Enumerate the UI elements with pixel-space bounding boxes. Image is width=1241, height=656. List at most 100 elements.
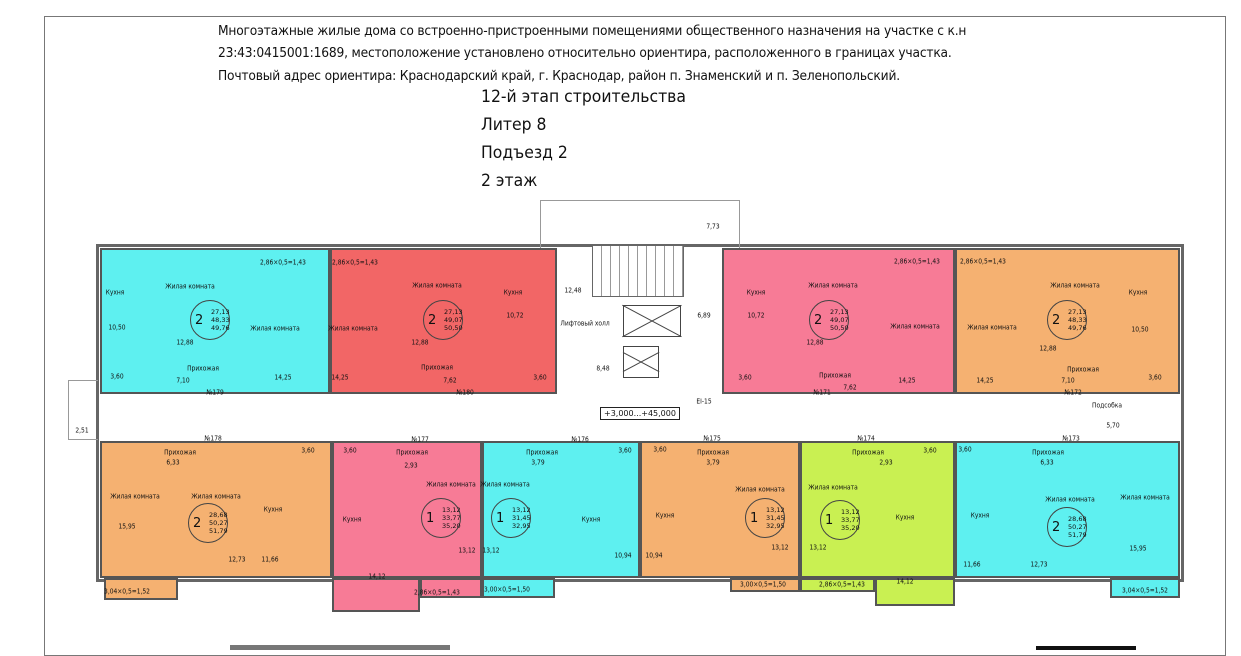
liter-title: Литер 8 (481, 115, 547, 135)
room-label: Жилая комната (808, 483, 858, 492)
left-porch (68, 380, 98, 440)
apartment-number: №174 (857, 434, 875, 443)
room-label: 10,94 (645, 551, 663, 560)
apartment-number: №173 (1062, 434, 1080, 443)
apartment-number: №179 (206, 388, 224, 397)
room-label: Кухня (581, 515, 601, 524)
area-value: 49,76 (211, 324, 230, 332)
room-label: 3,60 (301, 446, 315, 455)
room-label: 3,60 (653, 445, 667, 454)
room-label: 2,86×0,5=1,43 (260, 258, 306, 267)
area-value: 51,79 (209, 527, 228, 535)
apartment-number: №172 (1064, 388, 1082, 397)
room-label: 14,25 (274, 373, 292, 382)
area-value: 50,50 (830, 324, 849, 332)
room-label: Прихожая (164, 448, 196, 457)
apartment-area (730, 578, 800, 592)
elevator-shaft-1 (623, 305, 681, 337)
room-count: 1 (426, 511, 435, 526)
area-value: 13,12 (512, 506, 531, 514)
room-label: Жилая комната (328, 324, 378, 333)
door-mark: EI-15 (696, 397, 712, 406)
room-label: 2,86×0,5=1,43 (960, 257, 1006, 266)
room-label: Кухня (895, 513, 915, 522)
apartment-area (800, 578, 875, 592)
room-label: Кухня (655, 511, 675, 520)
area-value: 48,33 (1068, 316, 1087, 324)
area-value: 32,95 (512, 522, 531, 530)
elevation-box: +3,000...+45,000 (600, 407, 680, 420)
room-label: Кухня (342, 515, 362, 524)
room-label: Прихожая (1067, 365, 1099, 374)
apartment-number: №178 (204, 434, 222, 443)
apartment-number: №175 (703, 434, 721, 443)
apartment-area (420, 578, 482, 598)
room-label: 3,04×0,5=1,52 (104, 587, 150, 596)
room-label: 2,86×0,5=1,43 (894, 257, 940, 266)
room-label: Жилая комната (1050, 281, 1100, 290)
scale-bar-fragment (1036, 646, 1136, 650)
room-label: 13,12 (458, 546, 476, 555)
room-label: Жилая комната (480, 480, 530, 489)
room-label: 12,73 (1030, 560, 1048, 569)
area-value: 27,13 (1068, 308, 1087, 316)
room-label: Жилая комната (250, 324, 300, 333)
room-label: 6,33 (166, 458, 180, 467)
room-label: Жилая комната (426, 480, 476, 489)
room-label: 15,95 (1129, 544, 1147, 553)
room-label: 14,12 (368, 572, 386, 581)
area-value: 31,45 (512, 514, 531, 522)
room-label: 15,95 (118, 522, 136, 531)
room-label: Жилая комната (890, 322, 940, 331)
apartment-area (100, 248, 330, 394)
room-label: 6,33 (1040, 458, 1054, 467)
area-value: 51,79 (1068, 531, 1087, 539)
corridor-area: 6,89 (697, 311, 711, 320)
room-label: Кухня (970, 511, 990, 520)
room-label: 13,12 (771, 543, 789, 552)
room-label: Жилая комната (735, 485, 785, 494)
apartment-area (875, 578, 955, 606)
area-value: 27,13 (211, 308, 230, 316)
room-label: 10,94 (614, 551, 632, 560)
room-label: Жилая комната (165, 282, 215, 291)
stage-title: 12-й этап строительства (481, 87, 686, 107)
room-label: 3,60 (533, 373, 547, 382)
room-label: 12,88 (176, 338, 194, 347)
room-label: Жилая комната (110, 492, 160, 501)
apartment-area (1110, 578, 1180, 598)
area-value: 49,07 (830, 316, 849, 324)
room-label: 2,86×0,5=1,43 (332, 258, 378, 267)
room-label: Прихожая (697, 448, 729, 457)
area-value: 50,27 (1068, 523, 1087, 531)
area-value: 28,68 (209, 511, 228, 519)
area-value: 50,27 (209, 519, 228, 527)
entrance-title: Подъезд 2 (481, 143, 568, 163)
room-count: 1 (750, 511, 759, 526)
room-label: 7,10 (176, 376, 190, 385)
vestibule-area: 7,73 (706, 222, 720, 231)
room-count: 1 (496, 511, 505, 526)
floor-title: 2 этаж (481, 171, 538, 191)
room-label: 14,25 (976, 376, 994, 385)
area-value: 13,12 (841, 508, 860, 516)
room-label: 2,93 (879, 458, 893, 467)
apartment-number: №171 (813, 388, 831, 397)
room-count: 2 (1052, 520, 1061, 535)
room-label: 14,25 (331, 373, 349, 382)
room-label: 3,60 (923, 446, 937, 455)
area-value: 35,20 (442, 522, 461, 530)
room-count: 2 (814, 313, 823, 328)
area-value: 49,07 (444, 316, 463, 324)
room-label: 10,72 (506, 311, 524, 320)
apartment-number: №176 (571, 435, 589, 444)
apartment-number: №180 (456, 388, 474, 397)
storage-area: 5,70 (1106, 421, 1120, 430)
room-label: Жилая комната (191, 492, 241, 501)
storage-label: Подсобка (1091, 401, 1123, 410)
left-area: 2,51 (75, 426, 89, 435)
area-value: 27,13 (830, 308, 849, 316)
room-label: Жилая комната (412, 281, 462, 290)
